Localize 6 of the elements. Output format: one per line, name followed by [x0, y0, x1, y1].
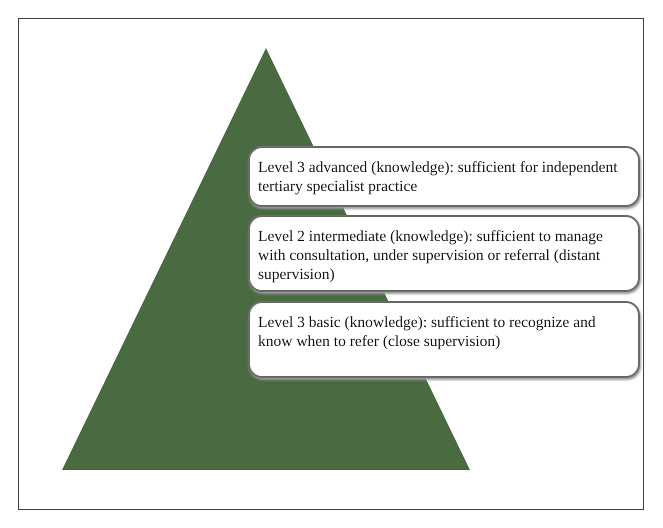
- level-text: Level 2 intermediate (knowledge): sufficient to manage with consultation, under supervision or referral (distant supervision): [258, 227, 604, 284]
- level-text: Level 3 basic (knowledge): sufficient to recognize and know when to refer (close supervision): [258, 313, 597, 351]
- level-box: [248, 146, 640, 207]
- level-text: Level 3 advanced (knowledge): sufficient for independent tertiary specialist practice: [258, 158, 619, 196]
- level-box: [248, 215, 640, 292]
- level-box: [248, 301, 640, 378]
